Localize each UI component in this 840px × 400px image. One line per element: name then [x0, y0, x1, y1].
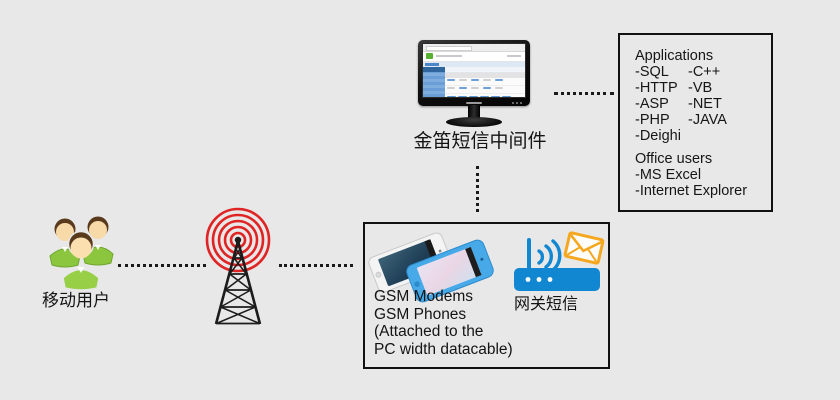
mini-address-bar: [426, 46, 472, 51]
gsm-phones-icon: [368, 232, 494, 303]
mini-table-row: [445, 78, 525, 86]
mini-button-row: [445, 94, 525, 97]
mini-header-text: [436, 55, 462, 57]
applications-row: -Deighi: [635, 128, 771, 144]
middleware-label: 金笛短信中间件: [413, 131, 547, 152]
monitor-screen: [422, 43, 526, 98]
app-item: -ASP: [635, 96, 669, 112]
app-item: -PHP: [635, 112, 670, 128]
mini-content: [445, 67, 525, 97]
mini-sidebar-active-item: [423, 67, 445, 72]
mini-header-links: [507, 55, 521, 57]
person-back-right: [82, 216, 114, 266]
monitor-control-buttons: [512, 102, 524, 104]
tower-lattice: [214, 236, 262, 325]
mini-sidebar: [423, 67, 445, 97]
mini-nav-tab: [425, 63, 439, 66]
app-item: -JAVA: [688, 112, 727, 128]
envelope-icon: [563, 231, 605, 265]
office-item: -Internet Explorer: [635, 183, 748, 199]
app-item: -NET: [688, 96, 722, 112]
mini-nav-strip: [423, 62, 525, 67]
app-item: -C++: [688, 64, 721, 80]
mini-table-row: [445, 86, 525, 94]
mobile-users-icon: [49, 216, 114, 290]
gsm-caption-line: PC width datacable): [374, 340, 513, 358]
mini-app-logo: [426, 53, 433, 59]
monitor-icon: [418, 40, 530, 106]
wifi-icon: [527, 238, 562, 272]
router-body: [514, 268, 600, 291]
gsm-caption-line: (Attached to the: [374, 323, 484, 340]
connector-tower-gsmbox: [279, 264, 353, 267]
mini-app-header: [423, 52, 525, 62]
mini-toolbar: [445, 67, 525, 73]
sms-gateway-router-icon: [514, 231, 605, 291]
mini-app-main: [423, 67, 525, 97]
applications-row: -HTTP -VB: [635, 80, 771, 96]
connector-users-tower: [118, 264, 206, 267]
gateway-sms-label: 网关短信: [514, 296, 579, 313]
app-item: -HTTP: [635, 80, 678, 96]
applications-row: -ASP -NET: [635, 96, 771, 112]
office-item: -MS Excel: [635, 167, 702, 183]
app-item: -SQL: [635, 64, 669, 80]
mobile-users-label: 移动用户: [42, 291, 110, 310]
mini-table-header: [445, 73, 525, 78]
gsm-modems-caption: GSM Modems GSM Phones (Attached to the P…: [374, 288, 513, 358]
phone-blue: [406, 239, 494, 303]
radio-tower-icon: [205, 207, 271, 325]
gsm-gateway-box: [363, 222, 610, 369]
applications-row: -SQL -C++: [635, 64, 771, 80]
app-item: -VB: [688, 80, 713, 96]
connector-monitor-apps: [554, 92, 614, 95]
applications-title: Applications: [635, 48, 714, 64]
monitor-stand-base: [446, 117, 502, 127]
person-front: [62, 230, 100, 290]
mini-browser-bar: [423, 44, 525, 52]
phone-white: [368, 232, 452, 293]
applications-row: -PHP -JAVA: [635, 112, 771, 128]
app-item: -Deighi: [635, 128, 681, 144]
office-users-title: Office users: [635, 151, 713, 167]
applications-box: Applications -SQL-C++ -HTTP-VB -ASP-NET …: [618, 33, 773, 212]
connector-monitor-gsmbox: [476, 166, 479, 212]
monitor-brand-mark: [466, 102, 482, 104]
gsm-caption-line: GSM Phones: [374, 305, 467, 323]
gsm-caption-line: GSM Modems: [374, 288, 474, 305]
